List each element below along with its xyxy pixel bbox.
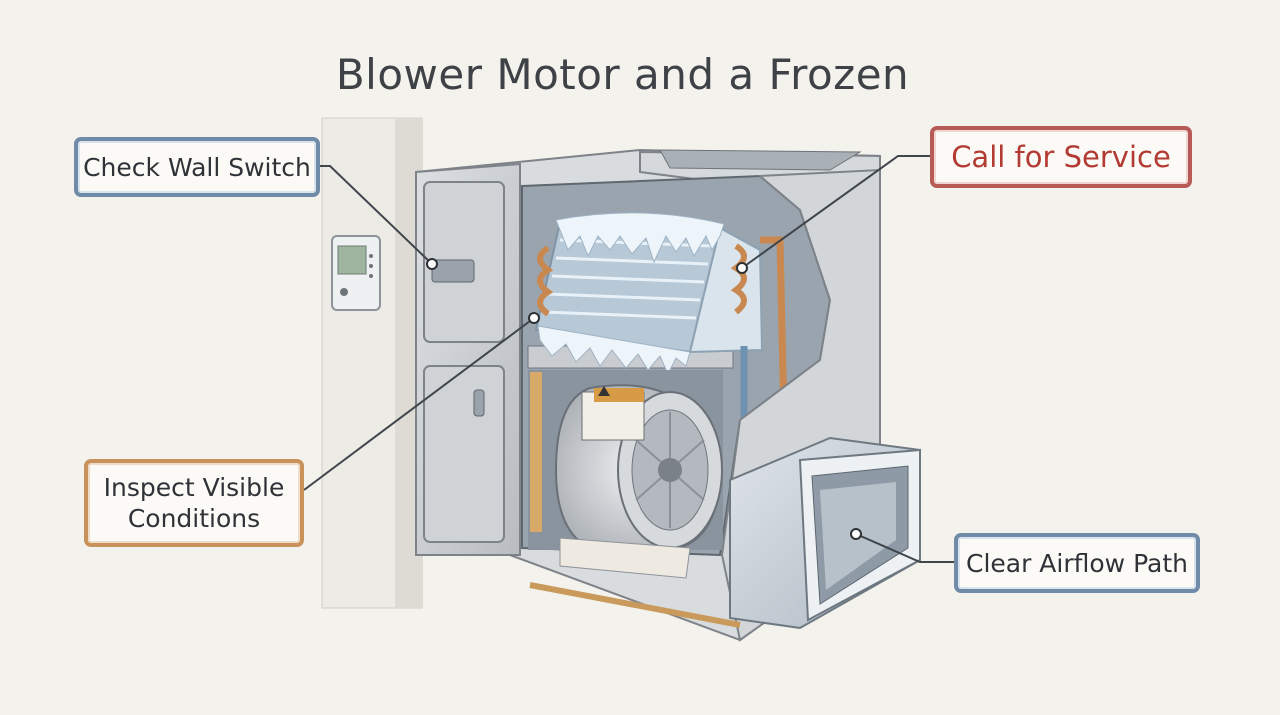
callout-leader-lines: [303, 155, 956, 563]
callout-clear-airflow-path-text: Clear Airflow Path: [965, 548, 1188, 578]
callout-inspect-line-1: Inspect Visible: [103, 473, 285, 502]
thermostat-icon: [331, 235, 381, 311]
callout-call-for-service-text: Call for Service: [951, 139, 1171, 174]
callout-inspect-line-2: Conditions: [127, 504, 261, 533]
page-title: Blower Motor and a Frozen: [335, 50, 910, 99]
blower-motor: [528, 370, 723, 579]
callout-check-wall-switch: Check Wall Switch: [74, 137, 320, 197]
frozen-evaporator-coil: [534, 212, 788, 443]
callout-inspect-visible-conditions: Inspect Visible Conditions: [84, 459, 304, 547]
callout-clear-airflow-path: Clear Airflow Path: [954, 533, 1200, 593]
callout-check-wall-switch-text: Check Wall Switch: [83, 152, 311, 182]
callout-anchor-dots: [426, 258, 862, 540]
wall-column: [321, 117, 423, 609]
callout-call-for-service: Call for Service: [930, 126, 1192, 188]
